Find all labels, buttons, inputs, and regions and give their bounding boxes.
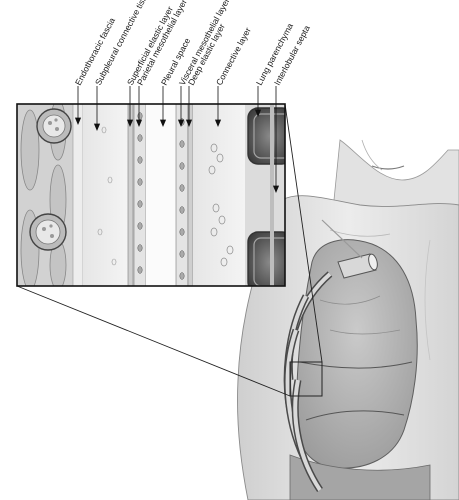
zoom-line-top bbox=[284, 103, 323, 363]
locator-box bbox=[289, 361, 323, 397]
rib-cross-section bbox=[29, 108, 72, 251]
magnified-pleura-inset bbox=[16, 103, 286, 287]
structure-labels: Endothoracic fascia Subpleural connectiv… bbox=[73, 0, 312, 87]
inset-border bbox=[16, 103, 286, 287]
leader-lines bbox=[74, 86, 280, 194]
zoom-line-bottom bbox=[16, 285, 291, 397]
